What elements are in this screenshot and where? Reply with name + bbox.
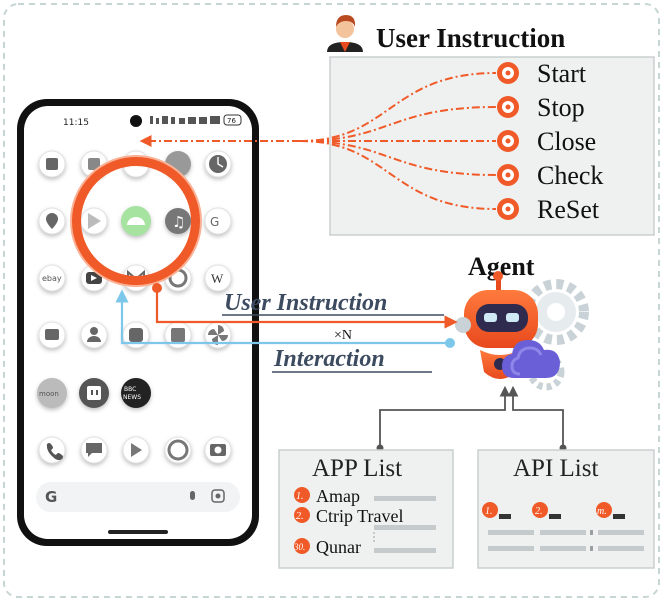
google-logo: G bbox=[45, 488, 57, 506]
app-list-marker bbox=[294, 507, 310, 523]
instruction-panel-title: User Instruction bbox=[376, 23, 565, 53]
svg-text:ebay: ebay bbox=[42, 274, 62, 283]
instruction-loop-arrow bbox=[155, 288, 458, 329]
svg-text:♫: ♫ bbox=[172, 213, 185, 231]
phone-battery-icon bbox=[223, 114, 242, 126]
phone-status-icons bbox=[150, 116, 220, 124]
app-icon-wikipedia[interactable] bbox=[204, 264, 232, 292]
svg-text:moon: moon bbox=[39, 390, 59, 398]
command-check: Check bbox=[537, 161, 603, 190]
api-stub-bar bbox=[499, 514, 511, 519]
command-stop: Stop bbox=[537, 93, 585, 122]
api-list-marker bbox=[596, 502, 612, 518]
loop-bottom-label: Interaction bbox=[273, 346, 385, 372]
placeholder-line bbox=[374, 525, 436, 530]
app-list-item-ctrip: Ctrip Travel bbox=[316, 506, 404, 526]
api-list-marker bbox=[482, 502, 498, 518]
placeholder-line bbox=[374, 496, 436, 501]
svg-text:W: W bbox=[211, 271, 224, 286]
api-stub-bar bbox=[613, 514, 625, 519]
svg-text:1.: 1. bbox=[485, 506, 493, 517]
instruction-panel bbox=[329, 56, 655, 236]
command-start: Start bbox=[537, 59, 587, 88]
api-placeholder-lines bbox=[488, 530, 644, 551]
svg-text:1.: 1. bbox=[296, 491, 304, 502]
app-icon-grid: ♫ G ebay W bbox=[37, 150, 232, 464]
command-list: Start Stop Close Check ReSet bbox=[497, 59, 603, 224]
svg-text:m.: m. bbox=[597, 506, 607, 517]
mic-icon[interactable] bbox=[190, 491, 195, 500]
phone-status-time: 11:15 bbox=[63, 118, 89, 128]
command-reset: ReSet bbox=[537, 195, 600, 224]
svg-text:G: G bbox=[210, 215, 219, 229]
phone-battery-level: 76 bbox=[227, 117, 236, 125]
cloud-icon bbox=[502, 340, 560, 378]
app-list-marker bbox=[294, 538, 310, 554]
interaction-loop-arrow bbox=[115, 289, 447, 345]
user-avatar-icon bbox=[327, 15, 363, 52]
svg-text:BBC: BBC bbox=[124, 386, 136, 393]
api-stub-bar bbox=[549, 514, 561, 519]
outer-dashed-frame bbox=[3, 3, 660, 598]
api-separator-dots bbox=[590, 530, 593, 551]
interaction-loop-origin-dot bbox=[445, 338, 455, 348]
svg-text:2.: 2. bbox=[535, 506, 543, 517]
app-icon-gallery[interactable] bbox=[37, 378, 67, 408]
svg-text:NEWS: NEWS bbox=[123, 394, 141, 401]
app-list-item-amap: Amap bbox=[316, 486, 360, 506]
focus-ring-halo bbox=[70, 155, 202, 287]
phone-home-indicator bbox=[108, 530, 168, 534]
instruction-loop-origin-dot bbox=[152, 283, 162, 293]
instruction-fan-lines bbox=[299, 72, 497, 210]
phone-camera-icon bbox=[130, 115, 142, 127]
app-list-marker bbox=[294, 487, 310, 503]
loop-top-label: User Instruction bbox=[224, 290, 387, 316]
app-list-item-qunar: Qunar bbox=[316, 537, 361, 557]
api-list-marker bbox=[532, 502, 548, 518]
placeholder-line bbox=[374, 548, 436, 553]
lens-icon[interactable] bbox=[211, 489, 225, 503]
app-list-title: APP List bbox=[312, 455, 402, 482]
svg-text:2.: 2. bbox=[296, 511, 304, 522]
loop-multiplier: ×N bbox=[334, 328, 352, 343]
app-icon-music[interactable] bbox=[165, 208, 191, 234]
api-list-connector bbox=[507, 385, 564, 448]
svg-text:30.: 30. bbox=[293, 542, 305, 552]
command-close: Close bbox=[537, 127, 596, 156]
app-list-connector bbox=[379, 385, 511, 448]
phone-search-bar[interactable] bbox=[36, 482, 240, 512]
app-icon-bbc-news[interactable] bbox=[121, 378, 151, 408]
focus-ring-highlight bbox=[71, 156, 201, 286]
app-icon-translate[interactable] bbox=[204, 207, 232, 235]
api-list-title: API List bbox=[513, 455, 598, 482]
app-icon-ebay[interactable] bbox=[38, 264, 66, 292]
